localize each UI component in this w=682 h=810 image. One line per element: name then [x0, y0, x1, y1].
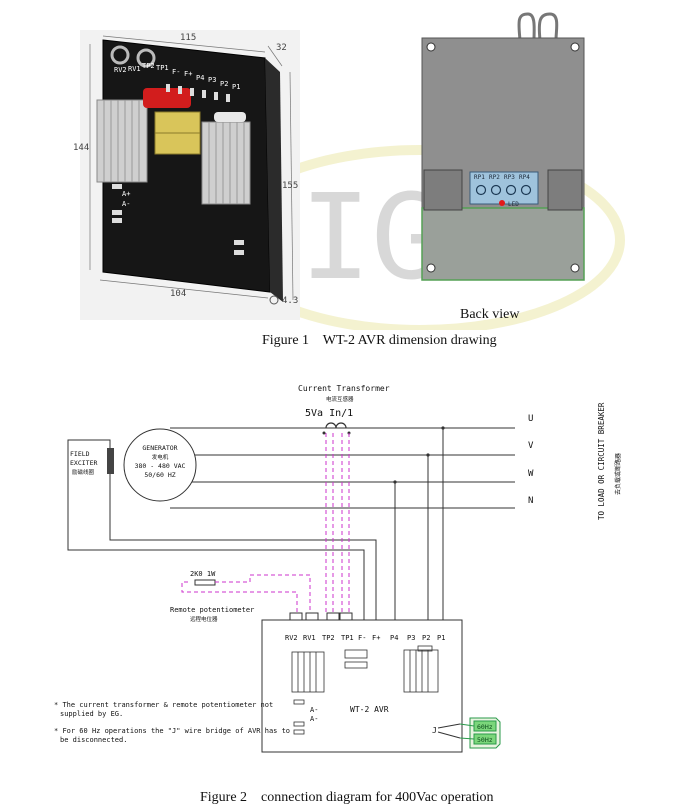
- avr-front-view: RV2 RV1 TP2 TP1 F- F+ P4 P3 P2 P1 A+ A-: [73, 30, 300, 320]
- remote-pot-icon: [194, 579, 216, 586]
- front-terminal-label: P3: [208, 76, 216, 84]
- phase-label-u: U: [528, 414, 533, 424]
- wire-loop-icon: [517, 12, 536, 41]
- avr-heatsink-left: [291, 651, 325, 693]
- exciter-label-cn: 励磁线圈: [72, 468, 95, 476]
- j-bridge-icon: J: [432, 726, 437, 735]
- avr-name: WT-2 AVR: [350, 705, 389, 714]
- front-terminal-label: P1: [232, 83, 240, 91]
- sensing-wires: [394, 428, 444, 620]
- figure1-caption: Figure 1 WT-2 AVR dimension drawing: [262, 333, 497, 348]
- rp3-pot-icon: [505, 184, 517, 196]
- front-terminal-label: TP1: [156, 64, 169, 72]
- generator-icon: [123, 428, 197, 502]
- avr-terminal-label: RV2: [285, 634, 298, 642]
- hole-icon: [269, 295, 279, 305]
- led-icon: [499, 200, 505, 206]
- rp2-pot-icon: [490, 184, 502, 196]
- remote-pot-label: Remote potentiometer: [170, 606, 254, 614]
- front-terminal-label: TP2: [142, 62, 155, 70]
- avr-heatsink-right: [403, 649, 439, 693]
- led-label: LED: [508, 201, 519, 208]
- ct-rating: 5Va In/1: [305, 408, 353, 419]
- back-view-caption: Back view: [460, 307, 520, 322]
- rp1-pot-icon: [475, 184, 487, 196]
- ct-wires: [325, 433, 350, 615]
- avr-terminal-label: RV1: [303, 634, 316, 642]
- front-terminal-label: F+: [184, 70, 192, 78]
- connection-diagram: U V W N TO LOAD OR CIRCUIT BREAKER 去负载或断…: [54, 384, 622, 753]
- back-pot-label: RP2: [489, 174, 500, 181]
- back-pot-label: RP4: [519, 174, 530, 181]
- pot-panel: [469, 171, 539, 205]
- figure2-caption: Figure 2 connection diagram for 400Vac o…: [200, 790, 494, 805]
- dim-hole: 4.3: [282, 296, 298, 306]
- rp4-pot-icon: [520, 184, 532, 196]
- ct-coil-icon: [325, 422, 347, 429]
- back-pot-label: RP3: [504, 174, 515, 181]
- dim-width-top: 115: [180, 33, 196, 43]
- front-terminal-label: RV2: [114, 66, 127, 74]
- wire-loop-icon: [537, 12, 559, 41]
- heatsink-left: [96, 99, 148, 183]
- exciter-wires: [67, 439, 377, 620]
- avr-terminal-label: P3: [407, 634, 415, 642]
- generator-title-cn: 发电机: [152, 453, 169, 461]
- avr-terminal-label: F+: [372, 634, 380, 642]
- avr-terminal-label: TP1: [341, 634, 354, 642]
- generator-freq: 50/60 HZ: [144, 471, 175, 479]
- remote-pot-label-cn: 远程电位器: [190, 615, 218, 623]
- ct-title: Current Transformer: [298, 384, 390, 393]
- figure1-drawing: IG A RV2 RV1 TP2 TP1: [73, 12, 625, 330]
- front-terminal-label: P4: [196, 74, 204, 82]
- dim-depth: 32: [276, 43, 287, 53]
- pot-wires: [181, 574, 311, 615]
- front-terminal-label: P2: [220, 80, 228, 88]
- freq-50hz-label: 50Hz: [477, 736, 493, 744]
- heatsink-right: [201, 121, 251, 205]
- phase-label-n: N: [528, 496, 533, 506]
- generator-title: GENERATOR: [142, 444, 177, 452]
- note-1: * The current transformer & remote poten…: [54, 701, 273, 709]
- dim-height-right: 155: [282, 181, 298, 191]
- dim-width-bottom: 104: [170, 289, 186, 299]
- ct-title-cn: 电流互感器: [326, 395, 354, 403]
- pot-value: 2K0 1W: [190, 570, 216, 578]
- avr-terminal-label: F-: [358, 634, 366, 642]
- front-side-label: A+: [122, 190, 130, 198]
- phase-label-w: W: [528, 469, 534, 479]
- avr-terminal-label: P4: [390, 634, 398, 642]
- white-resistor: [214, 112, 246, 122]
- front-terminal-label: F-: [172, 68, 180, 76]
- exciter-coil-icon: [107, 448, 114, 474]
- back-lower-panel: [421, 207, 585, 281]
- note-2-cont: be disconnected.: [60, 736, 127, 744]
- freq-selector: 60Hz 50Hz: [459, 717, 501, 749]
- avr-terminal-label: P2: [422, 634, 430, 642]
- freq-60hz-label: 60Hz: [477, 723, 493, 731]
- note-1-cont: supplied by EG.: [60, 710, 123, 718]
- rv2-pot-icon: [110, 45, 130, 65]
- load-label-cn: 去负载或断路器: [614, 453, 622, 495]
- front-side-label: A-: [122, 200, 130, 208]
- note-2: * For 60 Hz operations the "J" wire brid…: [54, 727, 290, 735]
- front-board-edge: [265, 58, 283, 302]
- avr-side-label: A-: [310, 706, 318, 714]
- back-pot-label: RP1: [474, 174, 485, 181]
- load-label: TO LOAD OR CIRCUIT BREAKER: [597, 402, 606, 520]
- rv1-pot-icon: [136, 48, 156, 68]
- generator-voltage: 380 - 480 VAC: [135, 462, 186, 470]
- avr-terminal-label: TP2: [322, 634, 335, 642]
- avr-side-label: A-: [310, 715, 318, 723]
- avr-back-view: RP1 RP2 RP3 RP4 LED: [421, 12, 585, 281]
- phase-label-v: V: [528, 441, 534, 451]
- avr-terminal-label: P1: [437, 634, 445, 642]
- front-terminal-label: RV1: [128, 65, 141, 73]
- dim-height-left: 144: [73, 143, 89, 153]
- exciter-label-2: EXCITER: [70, 459, 97, 467]
- exciter-label-1: FIELD: [70, 450, 90, 458]
